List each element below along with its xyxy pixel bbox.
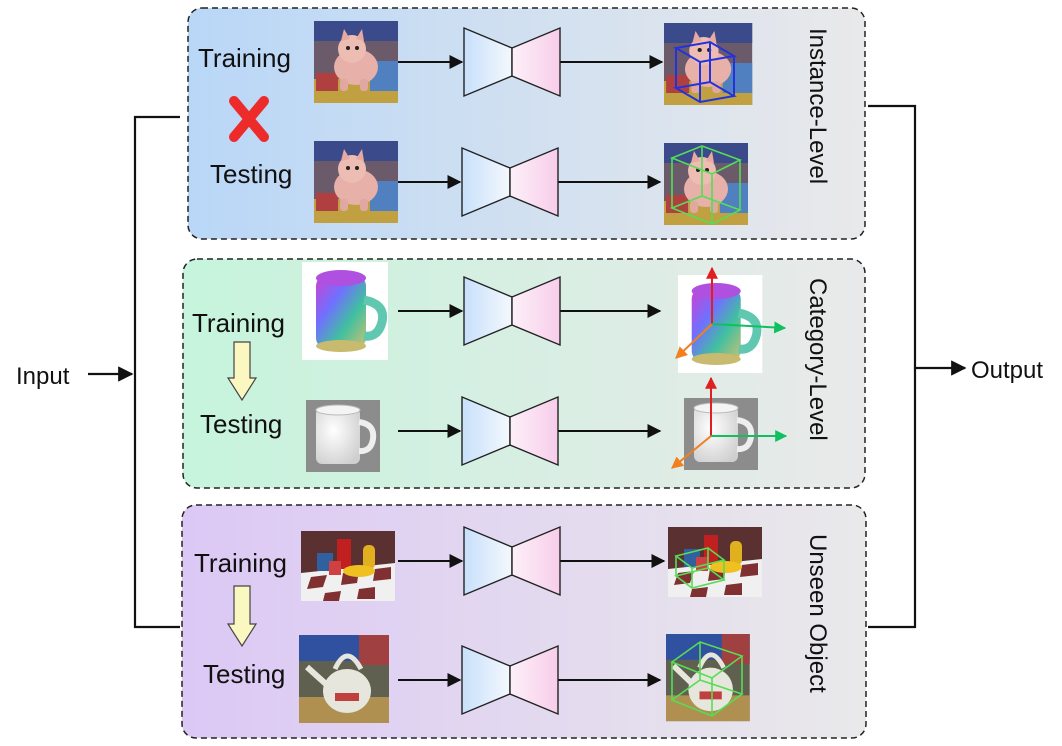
decoder-block [509, 644, 559, 716]
panel-instance-training-image [314, 21, 398, 103]
cross-icon [229, 96, 269, 142]
panel-instance-testing-label: Testing [210, 159, 292, 189]
panel-unseen-background [181, 504, 867, 739]
network-unseen-testing [398, 644, 662, 716]
panel-unseen-testing-label: Testing [203, 659, 285, 689]
panel-instance-training-output [664, 23, 753, 105]
decoder-block [511, 26, 561, 98]
panel-unseen-testing-output [666, 634, 750, 721]
panel-instance-title: Instance-Level [804, 28, 831, 184]
panel-category-testing-image [306, 400, 380, 472]
decoder-block [509, 146, 559, 218]
panel-instance-testing-output [664, 143, 748, 225]
panel-category-training-image [302, 262, 388, 360]
panel-category-testing-output [671, 376, 788, 470]
panel-unseen-transfer-arrow [226, 585, 258, 648]
panel-category-testing-label: Testing [200, 409, 282, 439]
panel-unseen-training-label: Training [194, 548, 287, 578]
panel-category-level: Training Testing Category-Level [182, 259, 866, 489]
panel-instance-level: Training Testing Instanc [187, 7, 866, 240]
panel-unseen-training-output [668, 527, 762, 597]
network-layer [398, 26, 666, 716]
output-label: Output [971, 357, 1043, 384]
network-instance-training [398, 26, 664, 98]
panel-category-transfer-arrow [226, 341, 258, 402]
panel-category-training-label: Training [192, 308, 285, 338]
panel-instance-training-label: Training [198, 43, 291, 73]
panel-category-training-output [676, 266, 787, 373]
input-label: Input [16, 363, 70, 390]
panel-unseen-object: Training Testing Unseen Object [181, 504, 867, 739]
connector-lines [133, 104, 917, 629]
panel-unseen-testing-image [299, 635, 389, 723]
decoder-block [511, 525, 561, 597]
panel-unseen-title: Unseen Object [804, 534, 831, 693]
panel-category-title: Category-Level [804, 278, 831, 441]
network-instance-testing [398, 146, 662, 218]
panel-instance-testing-image [314, 141, 398, 223]
network-category-testing [398, 395, 662, 467]
network-category-training [398, 275, 662, 347]
panel-unseen-training-image [301, 531, 395, 601]
decoder-block [509, 395, 559, 467]
decoder-block [511, 275, 561, 347]
network-unseen-training [398, 525, 666, 597]
